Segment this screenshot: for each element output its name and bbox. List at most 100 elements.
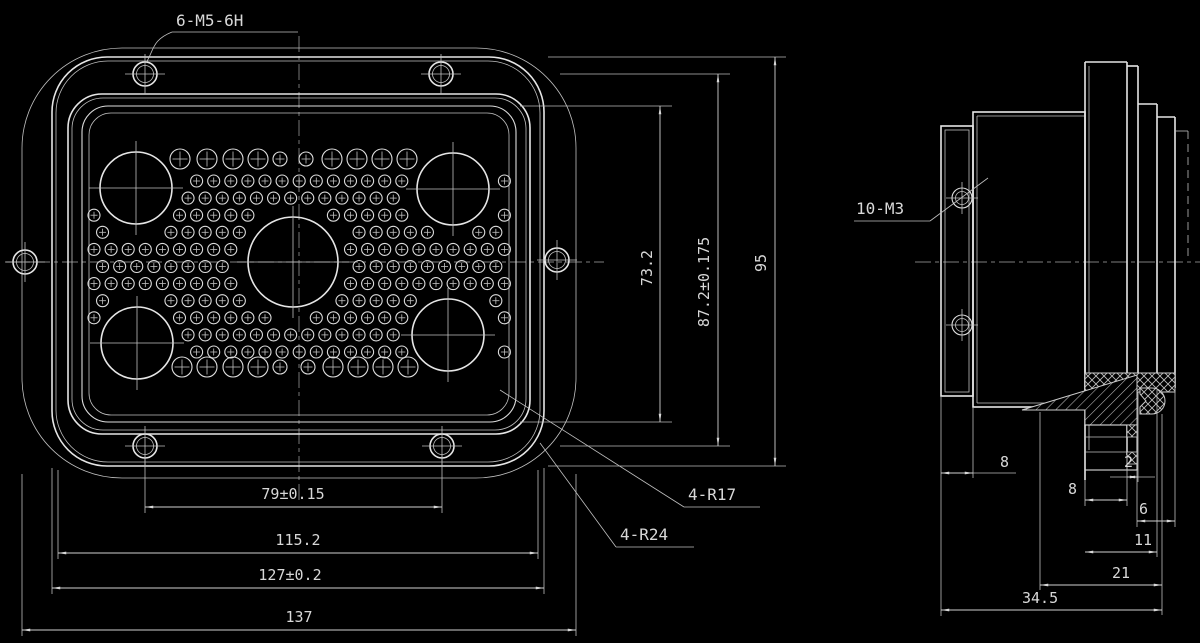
grid-contact — [309, 345, 323, 359]
medium-contact-circle — [222, 148, 244, 170]
grid-contact — [395, 311, 409, 325]
grid-contact-circle — [113, 259, 127, 274]
grid-contact-circle — [343, 242, 358, 256]
grid-contact-circle — [343, 345, 358, 359]
mounting-hole — [125, 54, 165, 94]
grid-contact — [420, 225, 435, 239]
grid-contact-circle — [446, 277, 460, 291]
grid-contact-circle — [369, 191, 383, 205]
grid-contact-circle — [172, 311, 187, 325]
grid-contact-circle — [104, 242, 118, 256]
grid-contact — [395, 174, 409, 188]
medium-contact-circle — [321, 148, 343, 170]
medium-contact-circle — [196, 148, 218, 170]
grid-contact — [386, 191, 400, 205]
grid-contact-circle — [172, 277, 187, 291]
grid-contact — [472, 259, 486, 274]
grid-contact-circle — [378, 208, 392, 222]
grid-contact-circle — [241, 174, 255, 188]
grid-contact-circle — [87, 242, 101, 256]
grid-contact-circle — [172, 208, 187, 222]
grid-contact-circle — [224, 242, 238, 256]
grid-contact-circle — [96, 294, 110, 308]
medium-contact — [196, 356, 218, 378]
grid-contact — [190, 242, 204, 256]
grid-contact-circle — [326, 174, 340, 188]
grid-contact — [190, 208, 204, 222]
grid-contact-circle — [87, 277, 101, 291]
medium-contact-circle — [372, 356, 394, 378]
grid-contact-circle — [198, 328, 212, 342]
grid-contact-circle — [352, 225, 366, 239]
grid-contact — [155, 277, 169, 291]
grid-contact — [403, 259, 417, 274]
grid-contact-circle — [155, 277, 169, 291]
medium-contact-circle — [247, 148, 269, 170]
grid-contact-circle — [326, 208, 340, 222]
grid-contact — [198, 225, 212, 239]
grid-contact-circle — [164, 294, 178, 308]
grid-contact-circle — [335, 191, 349, 205]
grid-contact — [309, 311, 323, 325]
grid-contact — [352, 259, 366, 274]
grid-contact — [343, 174, 358, 188]
grid-contact-circle — [258, 311, 272, 325]
r24-leader — [539, 442, 617, 548]
medium-contact-circle — [171, 356, 193, 378]
grid-contact — [258, 345, 272, 359]
grid-contact — [386, 225, 400, 239]
grid-contact — [121, 242, 135, 256]
grid-contact-circle — [190, 242, 204, 256]
grid-contact — [446, 242, 460, 256]
side-screw-hole — [946, 309, 978, 341]
grid-contact-circle — [386, 328, 400, 342]
grid-contact-circle — [224, 208, 238, 222]
grid-contact-circle — [480, 277, 494, 291]
grid-contact-circle — [224, 174, 238, 188]
grid-contact-circle — [489, 225, 503, 239]
medium-contact — [347, 356, 369, 378]
grid-contact — [497, 311, 511, 325]
grid-contact — [369, 191, 383, 205]
grid-contact — [113, 259, 127, 274]
grid-contact — [198, 294, 212, 308]
grid-contact-circle — [249, 191, 264, 205]
grid-contact — [224, 311, 238, 325]
grid-contact — [87, 242, 101, 256]
grid-contact-circle — [96, 225, 110, 239]
side-view: 10-M3 8 2 8 6 11 21 34.5 — [854, 61, 1200, 616]
grid-contact — [232, 225, 246, 239]
grid-contact-circle — [198, 294, 212, 308]
grid-contact — [497, 277, 511, 291]
grid-contact-circle — [284, 191, 298, 205]
dim-overall-width: 137 — [285, 608, 312, 626]
mounting-hole — [5, 242, 45, 282]
dim-flange-thickness: 8 — [1000, 453, 1009, 471]
side-thread-callout: 10-M3 — [856, 199, 904, 218]
grid-contact — [352, 294, 366, 308]
grid-contact-circle — [352, 294, 366, 308]
grid-contact-circle — [343, 277, 358, 291]
medium-contact — [322, 356, 344, 378]
medium-contact — [222, 148, 244, 170]
grid-contact-circle — [361, 174, 375, 188]
mounting-hole — [537, 240, 577, 280]
medium-contact-circle — [322, 356, 344, 378]
grid-contact-circle — [335, 294, 349, 308]
large-cavity — [237, 206, 349, 318]
grid-contact-circle — [403, 259, 417, 274]
grid-contact-circle — [403, 225, 417, 239]
grid-contact-circle — [352, 259, 366, 274]
grid-contact — [232, 191, 246, 205]
small-contact — [300, 359, 316, 375]
grid-contact — [335, 294, 349, 308]
dim-insert-width: 115.2 — [275, 531, 320, 549]
grid-contact — [164, 225, 178, 239]
panel-cutout-outline — [21, 47, 577, 479]
grid-contact — [172, 277, 187, 291]
grid-contact-circle — [386, 294, 400, 308]
grid-contact-circle — [369, 225, 383, 239]
grid-contact — [258, 174, 272, 188]
large-cavity — [90, 296, 184, 390]
grid-contact — [361, 208, 375, 222]
